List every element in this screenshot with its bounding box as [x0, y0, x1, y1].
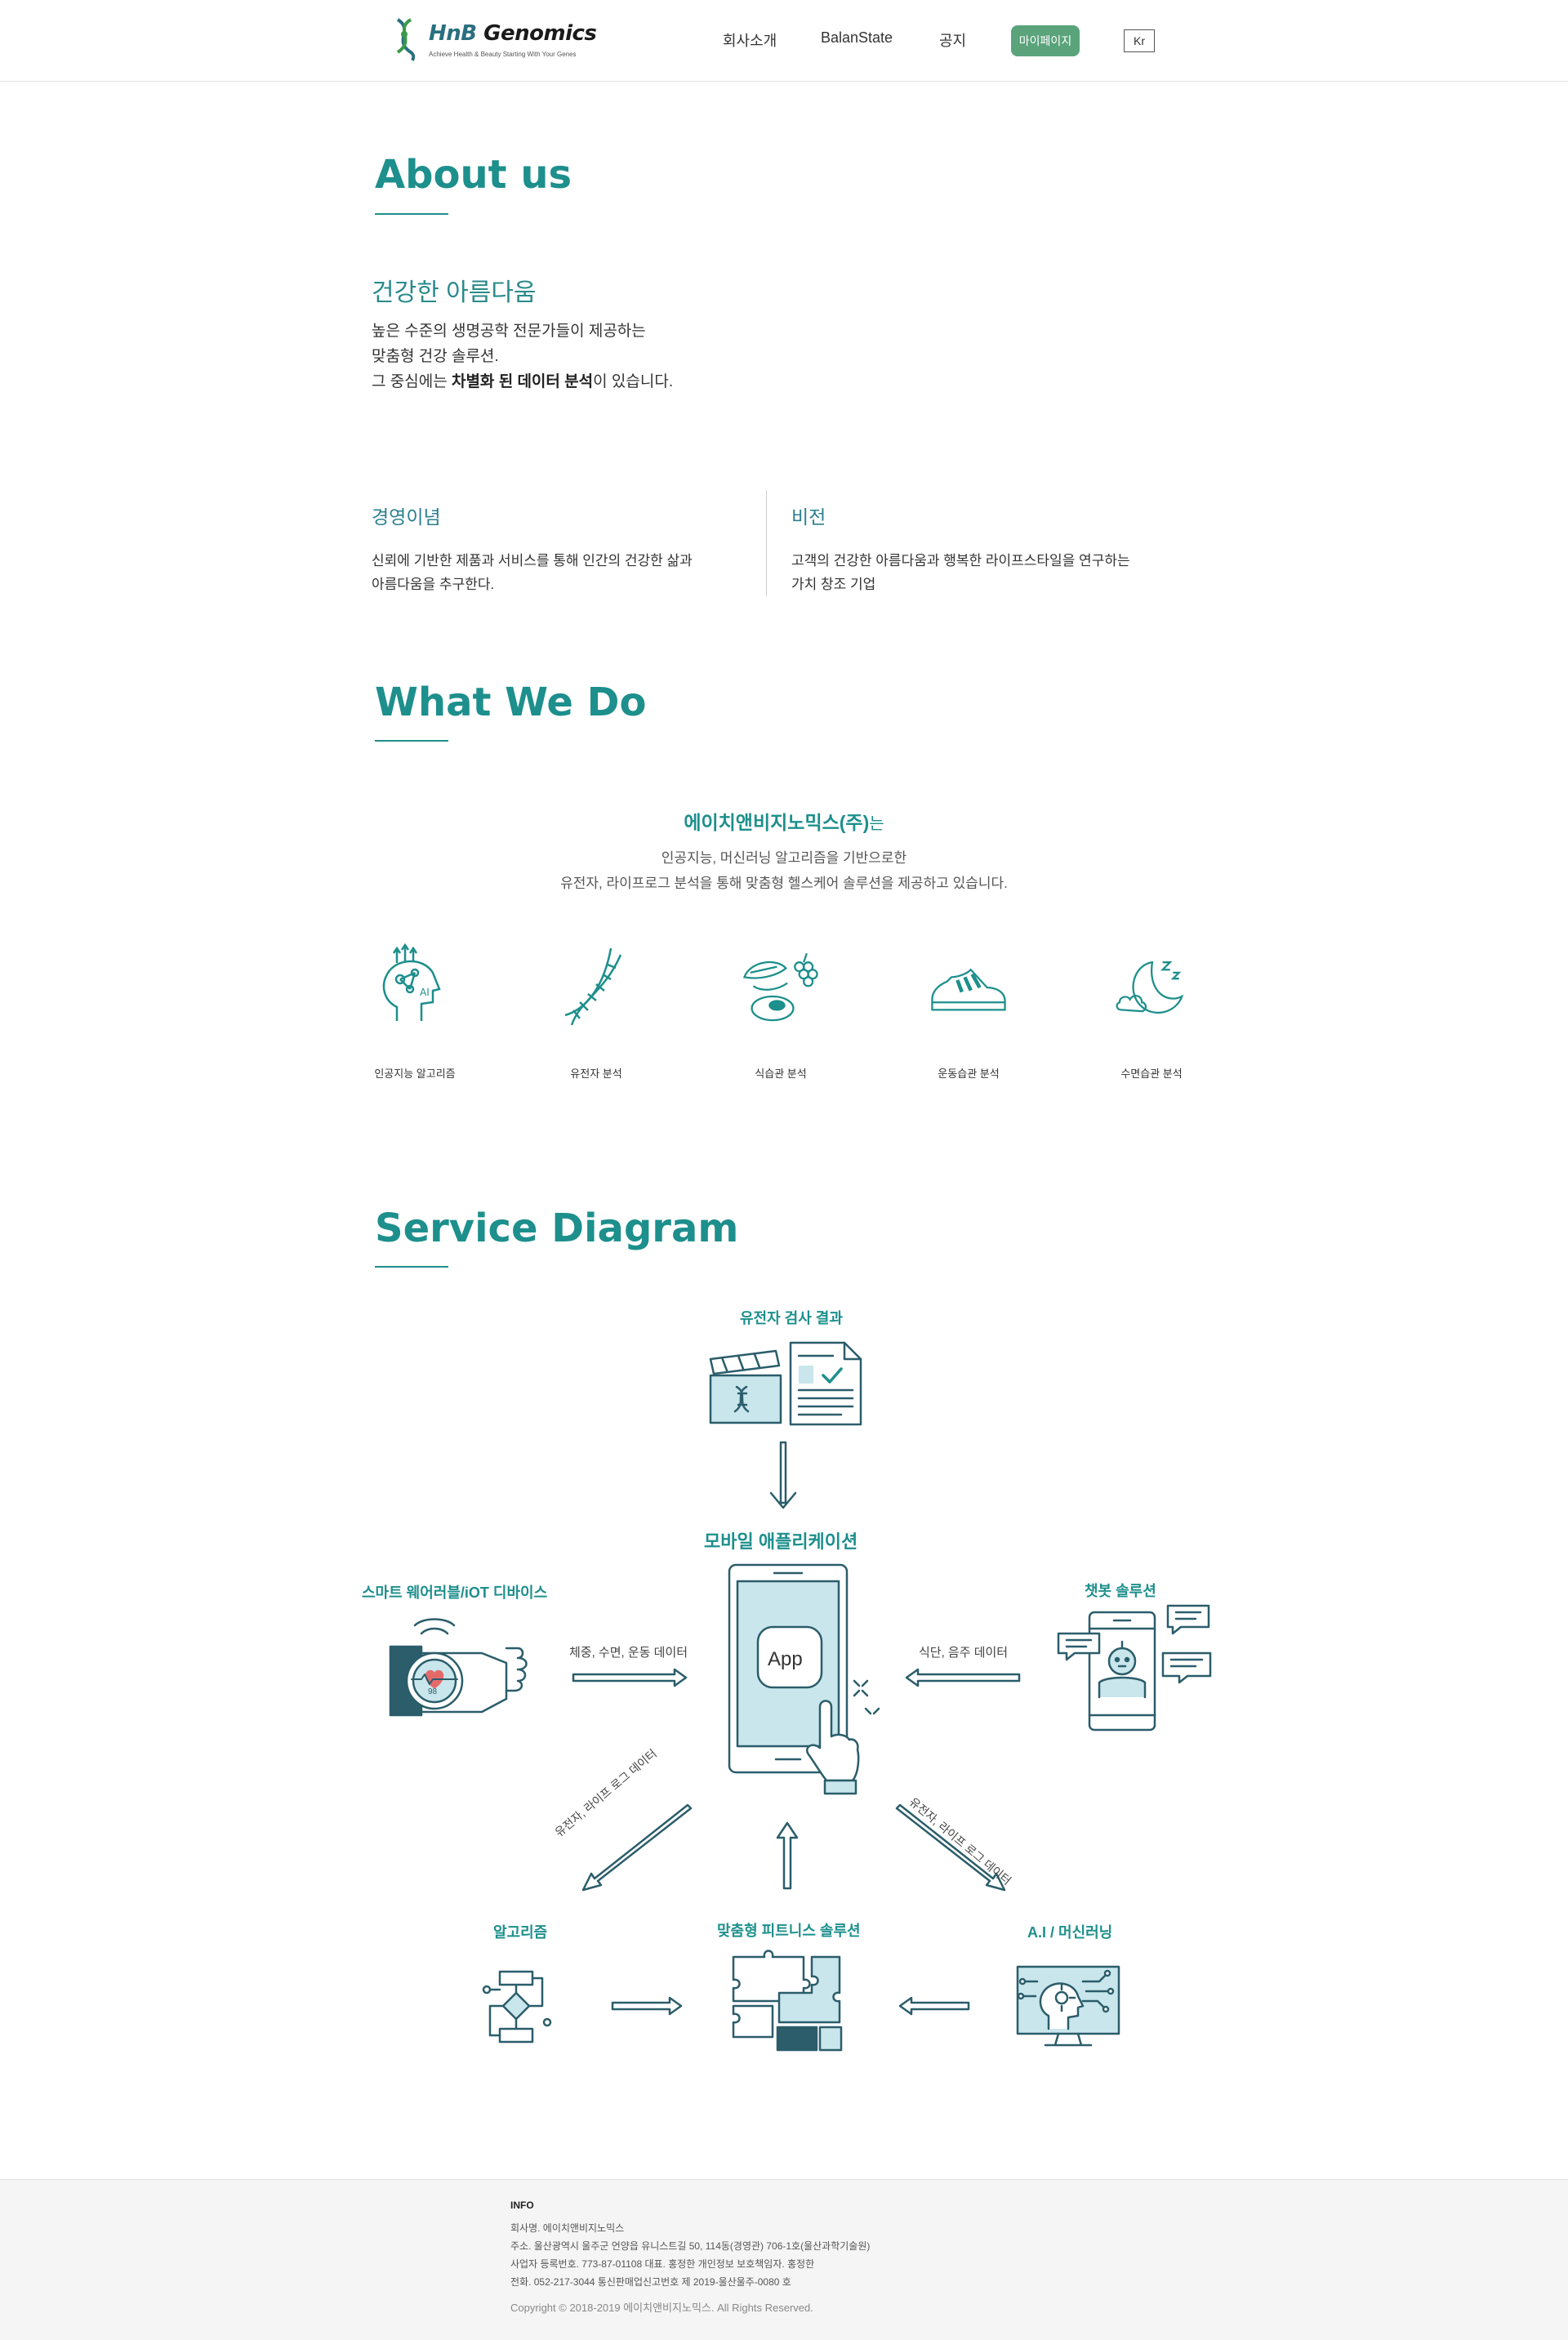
heart-rate-value: 98 — [428, 1687, 438, 1696]
hnb-logo[interactable]: HnB Genomics Achieve Health & Beauty Sta… — [390, 16, 597, 62]
wearable-label: 스마트 웨어러블/iOT 디바이스 — [362, 1585, 548, 1601]
dna-icon — [564, 947, 622, 1026]
moon-icon — [1116, 961, 1184, 1014]
logo-text: HnB Genomics — [429, 21, 597, 46]
feature-food-label: 식습관 분석 — [755, 1067, 807, 1080]
what-we-do-rule — [375, 740, 448, 742]
lifelog-left-label: 유전자, 라이프 로그 데이터 — [552, 1746, 660, 1839]
column-divider — [766, 490, 767, 596]
footer-title: INFO — [510, 2200, 534, 2211]
puzzle-icon — [732, 1950, 843, 2052]
service-diagram-title: Service Diagram — [375, 1206, 739, 1251]
footer-copyright: Copyright © 2018-2019 에이치앤비지노믹스. All Rig… — [510, 2302, 813, 2314]
wearable-data-label: 체중, 수면, 운동 데이터 — [569, 1646, 688, 1660]
vision-line-2: 가치 창조 기업 — [791, 577, 876, 592]
footer-phone: 전화. 052-217-3044 통신판매업신고번호 제 2019-울산울주-0… — [510, 2276, 791, 2288]
mobile-app-label: 모바일 애플리케이션 — [704, 1531, 858, 1552]
about-line-3: 그 중심에는 차별화 된 데이터 분석이 있습니다. — [372, 373, 674, 390]
company-name: 에이치앤비지노믹스(주)는 — [684, 812, 884, 833]
mypage-button[interactable]: 마이페이지 — [1011, 25, 1080, 56]
nav-balanstate[interactable]: BalanState — [821, 29, 893, 46]
about-title: About us — [375, 152, 572, 198]
test-kit-icon — [709, 1349, 782, 1424]
app-label[interactable]: App — [768, 1648, 803, 1670]
smartwatch-wrist-icon — [389, 1618, 528, 1717]
ai-ml-label: A.I / 머신러닝 — [1027, 1924, 1113, 1941]
feature-dna-label: 유전자 분석 — [570, 1067, 622, 1080]
chatbot-phone-icon — [1057, 1604, 1212, 1732]
wwd-line-1: 인공지능, 머신러닝 알고리즘을 기반으로한 — [661, 850, 907, 866]
flowchart-icon — [482, 1970, 552, 2044]
lifelog-right-label: 유전자, 라이프 로그 데이터 — [906, 1794, 1014, 1888]
philosophy-line-2: 아름다움을 추구한다. — [372, 577, 495, 592]
philosophy-title: 경영이념 — [372, 506, 441, 528]
sneaker-icon — [931, 968, 1006, 1011]
feature-sleep — [1094, 943, 1209, 1037]
vision-title: 비전 — [791, 506, 826, 528]
arrow-down — [769, 1441, 797, 1509]
feature-exercise — [911, 943, 1026, 1037]
feature-dna — [539, 943, 653, 1037]
feature-food — [724, 943, 838, 1037]
arrow-fitness-to-phone — [776, 1821, 799, 1890]
about-title-rule — [375, 213, 448, 215]
footer-business: 사업자 등록번호. 773-87-01108 대표. 홍정한 개인정보 보호책임… — [510, 2258, 815, 2270]
site-header: HnB Genomics Achieve Health & Beauty Sta… — [0, 0, 1568, 82]
vision-line-1: 고객의 건강한 아름다움과 행복한 라이프스타일을 연구하는 — [791, 553, 1130, 568]
report-document-icon — [789, 1341, 862, 1426]
footer-address: 주소. 울산광역시 울주군 언양읍 유니스트길 50, 114동(경영관) 70… — [510, 2240, 871, 2252]
language-selector[interactable]: Kr — [1124, 29, 1155, 52]
footer-company: 회사명. 에이치앤비지노믹스 — [510, 2222, 625, 2234]
nav-notice[interactable]: 공지 — [939, 33, 967, 49]
about-line-1: 높은 수준의 생명공학 전문가들이 제공하는 — [372, 323, 646, 340]
feature-exercise-label: 운동습관 분석 — [938, 1067, 1000, 1080]
feature-sleep-label: 수면습관 분석 — [1120, 1067, 1183, 1080]
arrow-algorithm-to-fitness — [611, 1996, 683, 2016]
wwd-line-2: 유전자, 라이프로그 분석을 통해 맞춤형 헬스케어 솔루션을 제공하고 있습니… — [560, 876, 1008, 891]
ai-head-icon: AI — [382, 943, 441, 1021]
gene-result-label: 유전자 검사 결과 — [740, 1310, 843, 1326]
logo-tagline: Achieve Health & Beauty Starting With Yo… — [429, 51, 577, 58]
phone-icon — [728, 1563, 880, 1795]
chatbot-data-label: 식단, 음주 데이터 — [919, 1646, 1009, 1660]
dna-logo-icon — [396, 18, 416, 61]
nav-company-intro[interactable]: 회사소개 — [723, 33, 777, 49]
feature-ai: AI — [356, 943, 470, 1037]
svg-text:AI: AI — [420, 987, 430, 998]
about-line-2: 맞춤형 건강 솔루션. — [372, 348, 499, 365]
site-footer: INFO 회사명. 에이치앤비지노믹스 주소. 울산광역시 울주군 언양읍 유니… — [0, 2179, 1568, 2340]
ai-monitor-icon — [1016, 1965, 1120, 2047]
arrow-phone-to-algorithm — [581, 1803, 693, 1892]
what-we-do-title: What We Do — [375, 680, 647, 725]
arrow-chatbot-to-phone — [905, 1668, 1021, 1687]
feature-ai-label: 인공지능 알고리즘 — [374, 1067, 456, 1080]
arrow-wearable-to-phone — [572, 1668, 688, 1687]
chatbot-label: 챗봇 솔루션 — [1085, 1583, 1156, 1599]
arrow-ai-to-fitness — [898, 1996, 970, 2016]
fitness-label: 맞춤형 피트니스 솔루션 — [717, 1923, 861, 1939]
philosophy-line-1: 신뢰에 기반한 제품과 서비스를 통해 인간의 건강한 삶과 — [372, 553, 693, 568]
service-diagram-rule — [375, 1266, 448, 1268]
arrow-phone-to-ai — [895, 1803, 1006, 1892]
food-icon — [742, 952, 818, 1022]
algorithm-label: 알고리즘 — [493, 1924, 548, 1941]
about-subtitle: 건강한 아름다움 — [372, 279, 537, 306]
